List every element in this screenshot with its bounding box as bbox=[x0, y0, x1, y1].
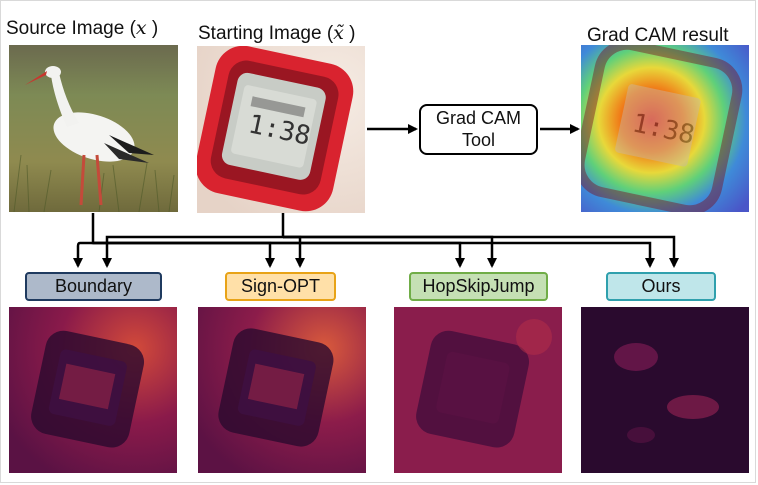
method-hopskipjump: HopSkipJump bbox=[409, 272, 548, 301]
boundary-perturbation-map bbox=[9, 307, 177, 473]
source-image bbox=[9, 45, 178, 212]
method-boundary: Boundary bbox=[25, 272, 162, 301]
gradcam-result-image: 1:38 bbox=[581, 45, 749, 212]
sign-opt-perturbation-map bbox=[198, 307, 366, 473]
gradcam-result-label: Grad CAM result bbox=[587, 25, 729, 46]
starting-image-label: Starting Image (x̃ ) bbox=[198, 22, 356, 44]
source-image-label: Source Image (𝑥 ) bbox=[6, 17, 159, 39]
method-hopskipjump-label: HopSkipJump bbox=[422, 276, 535, 296]
ours-perturbation-map bbox=[581, 307, 749, 473]
method-sign-opt: Sign-OPT bbox=[225, 272, 336, 301]
gradcam-tool-box: Grad CAM Tool bbox=[419, 104, 538, 155]
gradcam-tool-line1: Grad CAM bbox=[435, 107, 522, 128]
hopskipjump-perturbation-map bbox=[394, 307, 562, 473]
method-ours: Ours bbox=[606, 272, 716, 301]
gradcam-tool-line2: Tool bbox=[461, 129, 496, 150]
starting-image: 1:38 bbox=[197, 46, 365, 213]
method-ours-label: Ours bbox=[641, 276, 681, 296]
method-boundary-label: Boundary bbox=[54, 276, 133, 296]
method-sign-opt-label: Sign-OPT bbox=[240, 276, 321, 296]
